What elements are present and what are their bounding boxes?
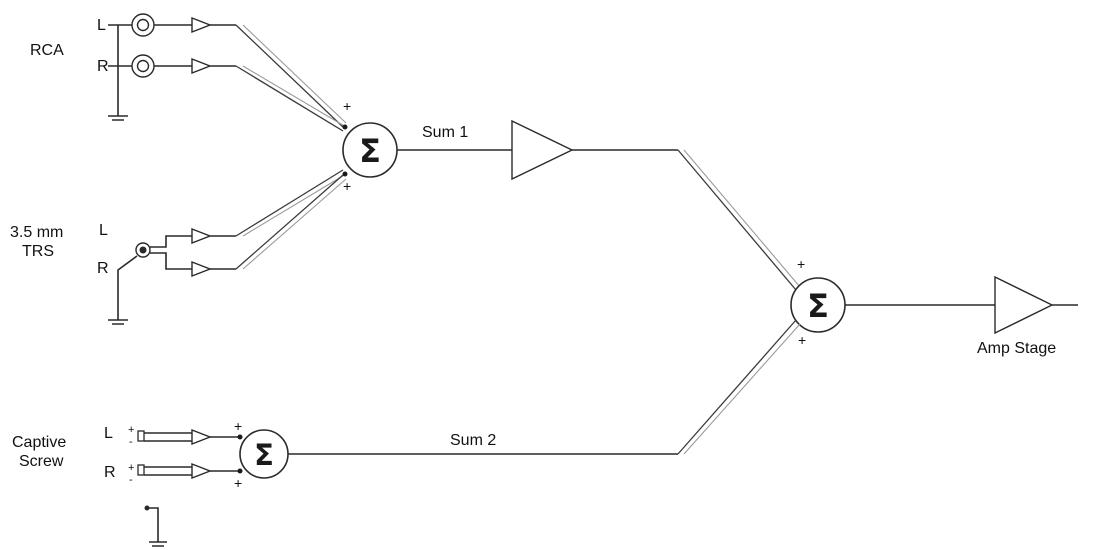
sum2-to-master-wires	[677, 319, 801, 455]
rca-right-buffer-icon	[191, 57, 212, 75]
trs-jack-icon	[135, 242, 151, 258]
captive-right-minus: -	[129, 474, 133, 486]
sum2-label: Sum 2	[450, 432, 496, 449]
trs-label-line2: TRS	[22, 243, 54, 260]
captive-right-buffer-icon	[191, 462, 212, 480]
captive-right-label: R	[104, 464, 116, 481]
captive-feed-wires	[144, 432, 192, 476]
captive-buffer-out-wires	[210, 436, 238, 472]
rca-to-sum1-wires	[235, 24, 347, 132]
sum1-plus-bottom: +	[343, 178, 351, 194]
captive-left-minus: -	[129, 436, 133, 448]
rca-right-label: R	[97, 58, 109, 75]
trs-right-label: R	[97, 260, 109, 277]
master-sum-plus-top: +	[797, 256, 805, 272]
captive-label-line1: Captive	[12, 434, 66, 451]
sum1-label: Sum 1	[422, 124, 468, 141]
rca-left-label: L	[97, 17, 106, 34]
captive-left-plus: +	[128, 424, 134, 436]
sum2-input-dot-top	[237, 434, 243, 440]
master-sum-plus-bottom: +	[798, 332, 806, 348]
trs-left-label: L	[99, 222, 108, 239]
rca-right-jack-icon	[131, 54, 155, 78]
sum2-plus-top: +	[234, 418, 242, 434]
captive-left-buffer-icon	[191, 428, 212, 446]
trs-right-buffer-icon	[191, 260, 212, 278]
rca-label: RCA	[30, 42, 64, 59]
captive-ground-wire	[149, 507, 159, 542]
rca-left-buffer-icon	[191, 16, 212, 34]
sum2-plus-bottom: +	[234, 475, 242, 491]
trs-label-line1: 3.5 mm	[10, 224, 63, 241]
amp-stage-icon	[994, 275, 1054, 335]
trs-feed-wires	[150, 235, 192, 270]
trs-to-sum1-wires	[235, 169, 347, 270]
sum1-input-dot-top	[342, 124, 348, 130]
rca-ground-bus	[108, 24, 132, 116]
sum1-to-master-wires	[677, 149, 801, 291]
trs-ground-wire	[117, 255, 138, 320]
sum1-input-dot-bottom	[342, 171, 348, 177]
captive-left-label: L	[104, 425, 113, 442]
captive-ground-icon	[149, 541, 167, 547]
sum1-plus-top: +	[343, 98, 351, 114]
rca-buffer-out-wires	[210, 24, 236, 67]
trs-ground-icon	[108, 319, 128, 325]
sum2-input-dot-bottom	[237, 468, 243, 474]
rca-ground-icon	[108, 115, 128, 121]
trs-buffer-out-wires	[210, 235, 236, 270]
amp-stage-label: Amp Stage	[977, 340, 1056, 357]
trs-left-buffer-icon	[191, 227, 212, 245]
sum1-sigma: Σ	[359, 132, 381, 170]
master-sum-sigma: Σ	[807, 287, 829, 325]
captive-right-plus: +	[128, 462, 134, 474]
rca-left-jack-icon	[131, 13, 155, 37]
captive-label-line2: Screw	[19, 453, 64, 470]
rca-feed-wires	[154, 24, 192, 67]
sum2-sigma: Σ	[254, 438, 274, 472]
captive-screw-terminal-icon	[137, 430, 150, 511]
sum1-amp-icon	[511, 119, 574, 181]
